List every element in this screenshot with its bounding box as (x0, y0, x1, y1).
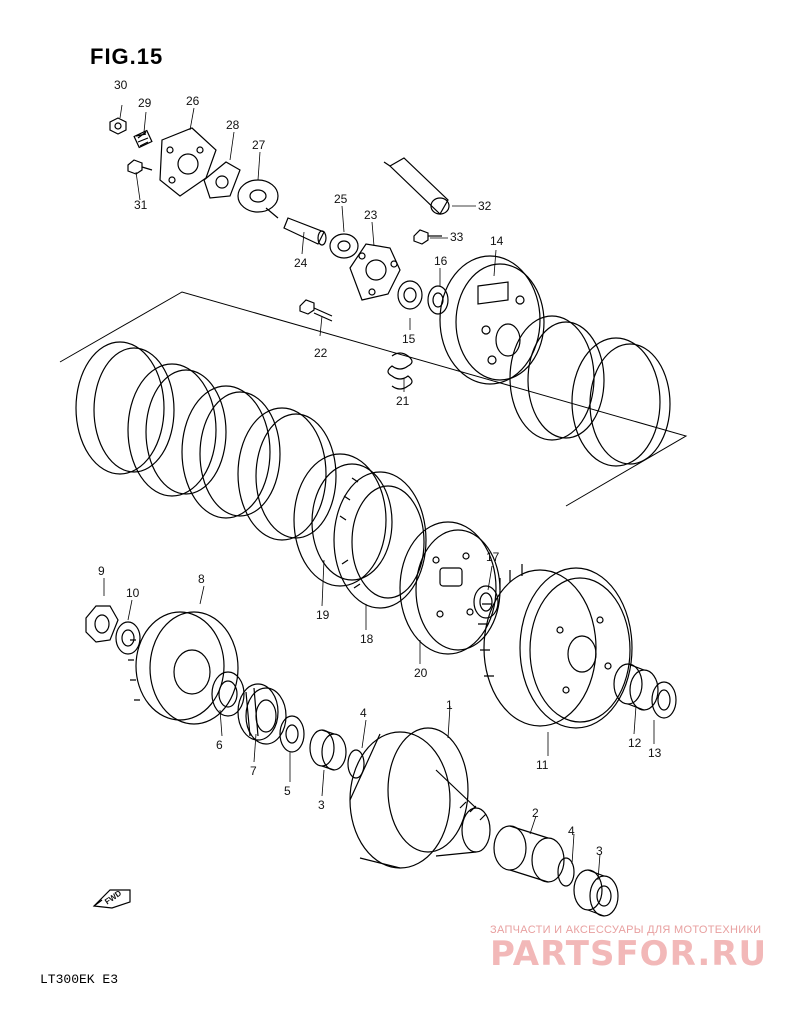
watermark-logo: PARTSFOR.RU (490, 934, 768, 974)
part-needle-bearing-3b (573, 869, 619, 917)
part-washer-10 (115, 621, 141, 655)
callout-31: 31 (134, 198, 148, 212)
part-lifter-23 (349, 243, 401, 301)
callout-30: 30 (114, 78, 128, 92)
part-nut-9 (85, 605, 119, 643)
part-clutch-drum-1 (349, 727, 491, 869)
part-clutch-hub-20 (399, 521, 501, 655)
callout-15: 15 (402, 332, 416, 346)
part-nut-30 (109, 117, 127, 135)
callout-2: 2 (532, 806, 539, 820)
part-plate-19 (293, 453, 393, 587)
callout-26: 26 (186, 94, 200, 108)
part-clutch-housing-11 (478, 564, 633, 729)
part-washer-5 (279, 715, 305, 753)
callout-23: 23 (364, 208, 378, 222)
callout-4b: 4 (568, 824, 575, 838)
callout-24: 24 (294, 256, 308, 270)
part-spring-21 (387, 352, 413, 390)
callout-6: 6 (216, 738, 223, 752)
part-needle-bearing-3a (309, 729, 347, 771)
part-bolt-33 (413, 229, 442, 245)
callout-32: 32 (478, 199, 492, 213)
callout-12: 12 (628, 736, 642, 750)
callout-14: 14 (490, 234, 504, 248)
part-spacer-12 (613, 663, 659, 711)
clutch-plates-stack (75, 315, 671, 541)
figure-title: FIG.15 (90, 44, 164, 69)
callout-7: 7 (250, 764, 257, 778)
part-bearing-25 (329, 233, 359, 259)
callout-27: 27 (252, 138, 266, 152)
part-bolt-22 (299, 299, 333, 322)
callout-29: 29 (138, 96, 152, 110)
callout-16: 16 (434, 254, 448, 268)
callout-25: 25 (334, 192, 348, 206)
callout-1: 1 (446, 698, 453, 712)
part-plate-18 (333, 471, 427, 609)
model-code: LT300EK E3 (40, 972, 119, 987)
callout-33: 33 (450, 230, 464, 244)
callout-3b: 3 (596, 844, 603, 858)
callout-20: 20 (414, 666, 428, 680)
part-washer-16 (427, 285, 449, 315)
part-cam-27 (237, 179, 279, 219)
callout-18: 18 (360, 632, 374, 646)
part-plate-26 (159, 127, 217, 197)
part-pin-24 (283, 217, 327, 246)
part-sleeve-6 (211, 671, 245, 717)
part-pressure-plate-14 (439, 255, 545, 385)
part-sleeve-2 (493, 825, 565, 883)
part-stud-29 (133, 129, 153, 149)
callout-3a: 3 (318, 798, 325, 812)
callout-21: 21 (396, 394, 410, 408)
callout-17: 17 (486, 550, 500, 564)
part-bearing-7 (237, 683, 287, 745)
callout-9: 9 (98, 564, 105, 578)
clutch-plate-set-frame (59, 291, 688, 507)
part-circlip-4a (347, 749, 365, 779)
callout-8: 8 (198, 572, 205, 586)
fwd-arrow-icon (92, 889, 131, 909)
part-arm-32 (383, 157, 450, 215)
callout-19: 19 (316, 608, 330, 622)
part-one-way-clutch-8 (128, 611, 239, 725)
part-washer-13 (651, 681, 677, 719)
callout-11: 11 (536, 758, 549, 772)
part-bolt-31 (127, 159, 153, 175)
callout-5: 5 (284, 784, 291, 798)
callout-22: 22 (314, 346, 328, 360)
part-circlip-4b (557, 857, 575, 887)
callout-13: 13 (648, 746, 662, 760)
part-gasket-28 (203, 161, 241, 199)
part-washer-17 (473, 585, 499, 619)
callout-28: 28 (226, 118, 240, 132)
watermark-tagline: ЗАПЧАСТИ И АКСЕССУАРЫ ДЛЯ МОТОТЕХНИКИ (490, 924, 762, 936)
callout-10: 10 (126, 586, 140, 600)
callout-4a: 4 (360, 706, 367, 720)
part-nut-15 (397, 280, 423, 310)
